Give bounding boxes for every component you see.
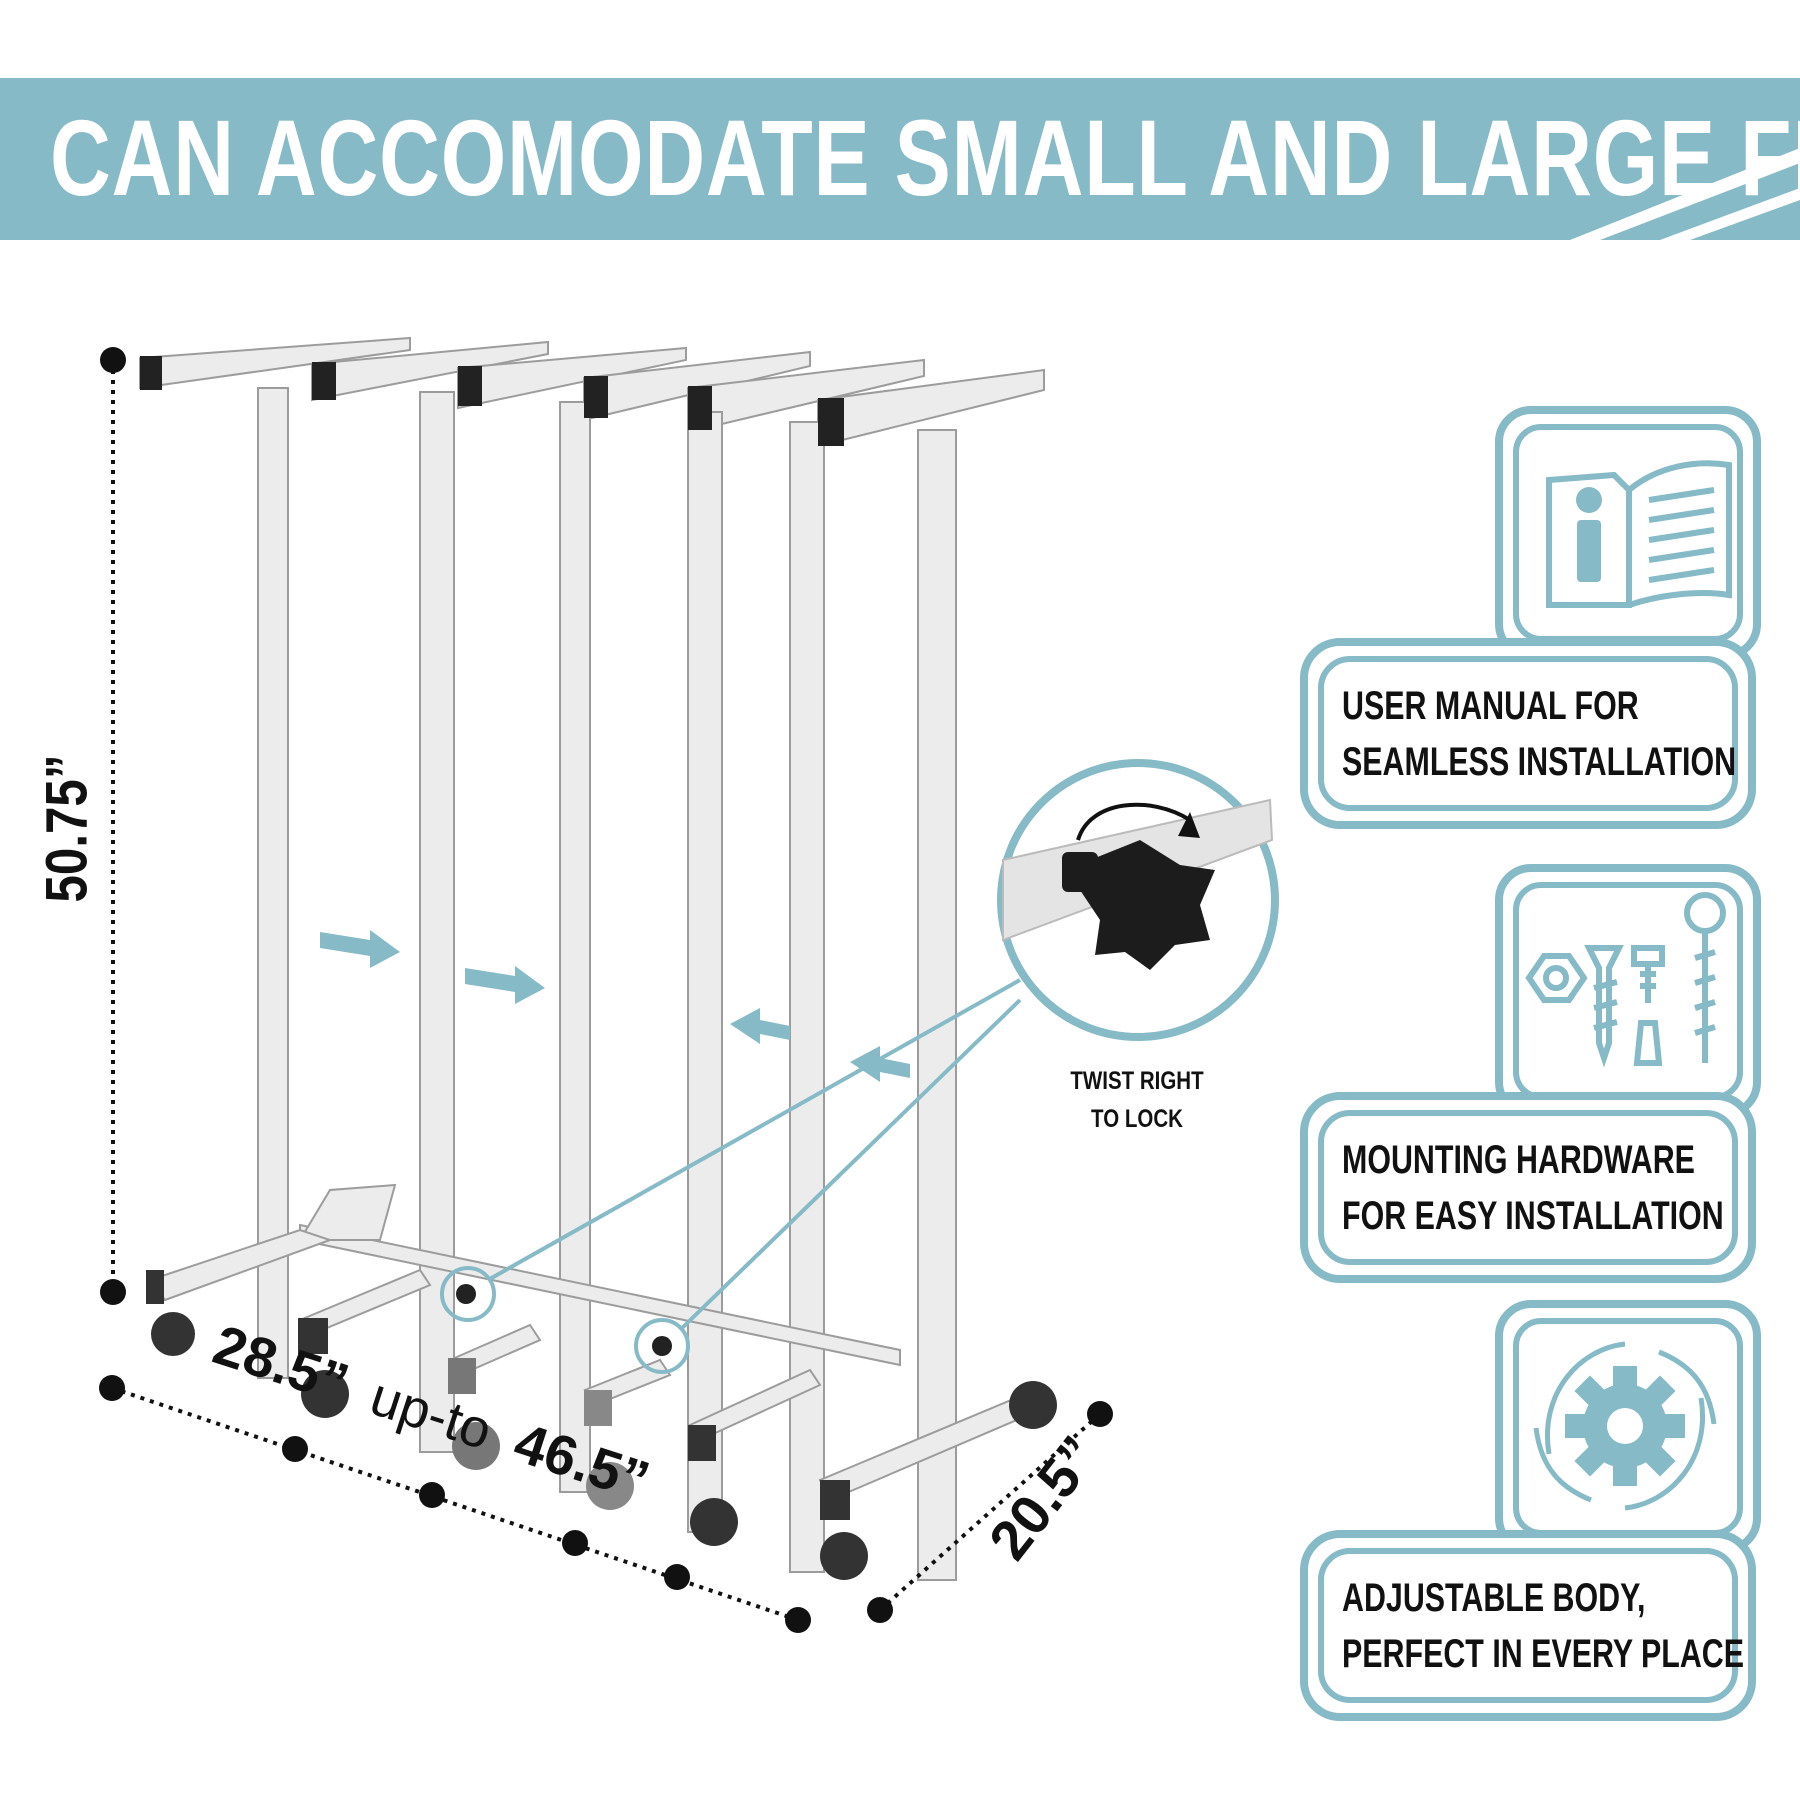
hardware-screws-icon bbox=[1525, 892, 1726, 1068]
feature-hardware-icon-box bbox=[1495, 864, 1761, 1118]
feature-manual-icon-box bbox=[1495, 406, 1761, 660]
twist-line-2: TO LOCK bbox=[1091, 1105, 1183, 1133]
feature-hardware-text-box: MOUNTING HARDWARE FOR EASY INSTALLATION bbox=[1300, 1092, 1756, 1283]
rack-frame bbox=[139, 336, 1045, 1581]
feature-manual-text-box: USER MANUAL FOR SEAMLESS INSTALLATION bbox=[1300, 638, 1756, 829]
feature-hardware-line-1: MOUNTING HARDWARE bbox=[1342, 1137, 1695, 1182]
feature-adjustable-text-box: ADJUSTABLE BODY, PERFECT IN EVERY PLACE bbox=[1300, 1530, 1756, 1721]
feature-hardware-line-2: FOR EASY INSTALLATION bbox=[1342, 1193, 1724, 1238]
rack-feet-caps bbox=[146, 1270, 850, 1520]
twist-lock-caption: TWIST RIGHT TO LOCK bbox=[1067, 1062, 1206, 1138]
dimension-dots bbox=[99, 347, 1113, 1633]
caster-wheels bbox=[151, 1312, 1057, 1580]
knob-markers bbox=[440, 978, 1022, 1374]
adjust-arrows bbox=[320, 930, 910, 1082]
file-rack-illustration bbox=[99, 336, 1279, 1633]
adjustable-gear-icon bbox=[1533, 1341, 1717, 1511]
banner-stripes bbox=[1570, 148, 1800, 240]
feature-manual-line-1: USER MANUAL FOR bbox=[1342, 683, 1639, 728]
header-banner: CAN ACCOMODATE SMALL AND LARGE FILES bbox=[0, 78, 1800, 240]
banner-title: CAN ACCOMODATE SMALL AND LARGE FILES bbox=[50, 97, 1800, 218]
star-knob-icon bbox=[1062, 840, 1215, 970]
knob-callout-circle bbox=[997, 759, 1279, 1041]
manual-book-icon bbox=[1546, 460, 1732, 608]
feature-adjustable-line-1: ADJUSTABLE BODY, bbox=[1342, 1575, 1646, 1620]
feature-adjustable-line-2: PERFECT IN EVERY PLACE bbox=[1342, 1631, 1745, 1676]
height-dimension-label: 50.75” bbox=[34, 754, 100, 903]
feature-manual-line-2: SEAMLESS INSTALLATION bbox=[1342, 739, 1737, 784]
feature-adjustable-icon-box bbox=[1495, 1300, 1761, 1554]
twist-line-1: TWIST RIGHT bbox=[1070, 1067, 1204, 1095]
rack-arm-caps bbox=[140, 356, 844, 446]
